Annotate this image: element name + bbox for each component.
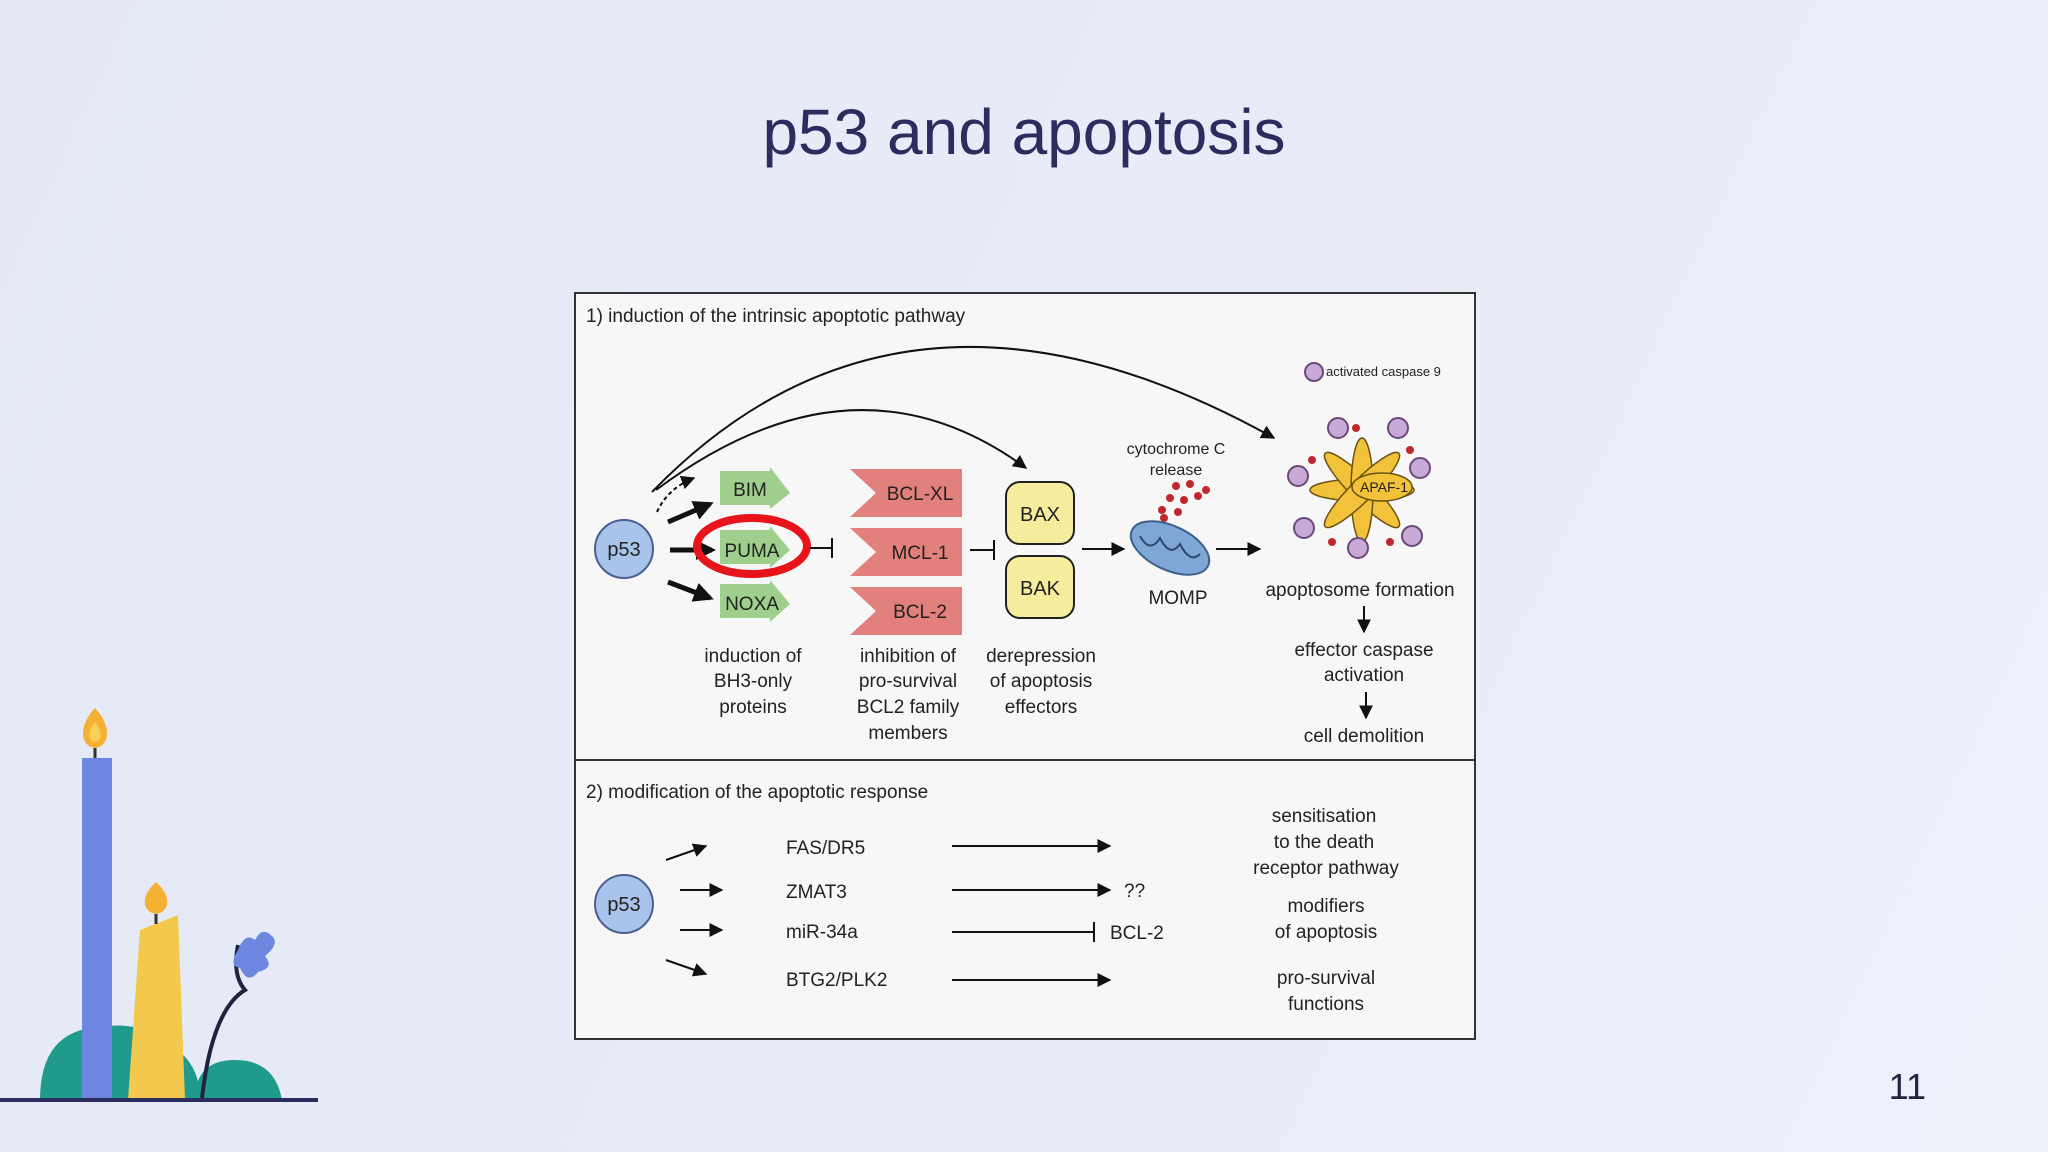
svg-text:of apoptosis: of apoptosis — [990, 671, 1092, 692]
effector-bax: BAX — [1005, 481, 1075, 545]
svg-text:BCL-XL: BCL-XL — [887, 484, 954, 505]
svg-text:proteins: proteins — [719, 697, 787, 718]
svg-text:derepression: derepression — [986, 646, 1096, 667]
svg-text:inhibition of: inhibition of — [860, 646, 957, 667]
target-mir34a: miR-34a — [786, 922, 858, 943]
caption-bh3: induction of BH3-only proteins — [704, 646, 802, 718]
bh3-protein-bim: BIM — [720, 467, 790, 509]
svg-text:BCL-2: BCL-2 — [893, 602, 947, 623]
apoptosome-icon: APAF-1 — [1287, 417, 1431, 559]
panel1-heading: 1) induction of the intrinsic apoptotic … — [586, 306, 966, 327]
caspase-legend-swatch — [1304, 362, 1324, 382]
target-btg2: BTG2/PLK2 — [786, 970, 887, 991]
apaf-label: APAF-1 — [1360, 479, 1408, 495]
bcl2-member-bcl-2: BCL-2 — [850, 587, 962, 635]
svg-text:receptor pathway: receptor pathway — [1253, 858, 1399, 879]
bcl2-member-bcl-xl: BCL-XL — [850, 469, 962, 517]
svg-text:PUMA: PUMA — [725, 541, 780, 562]
svg-text:sensitisation: sensitisation — [1272, 806, 1377, 827]
mitochondrion-icon — [1129, 520, 1211, 576]
plant-icon — [200, 931, 275, 1099]
arc-arrow-apoptosome — [651, 346, 1276, 493]
svg-text:induction of: induction of — [704, 646, 802, 667]
p53-node: p53 — [594, 519, 654, 579]
momp-label: MOMP — [1148, 588, 1207, 609]
mir-target-bcl2: BCL-2 — [1110, 923, 1164, 944]
svg-text:to the death: to the death — [1274, 832, 1374, 853]
candle-illustration — [0, 708, 318, 1102]
svg-text:BH3-only: BH3-only — [714, 671, 793, 692]
svg-text:BAX: BAX — [1020, 504, 1060, 526]
cytochrome-dots — [1158, 480, 1210, 522]
svg-text:BIM: BIM — [733, 480, 767, 501]
legend-label: activated caspase 9 — [1326, 364, 1441, 379]
bh3-protein-noxa: NOXA — [720, 580, 790, 622]
apoptosis-pathway-figure: 1) induction of the intrinsic apoptotic … — [574, 292, 1476, 1040]
figure-frame — [574, 292, 1476, 1040]
caption-effectors: derepression of apoptosis effectors — [986, 646, 1096, 718]
svg-text:effectors: effectors — [1005, 697, 1078, 718]
candle-icon — [128, 882, 185, 1100]
svg-text:BAK: BAK — [1020, 578, 1061, 600]
candle-icon — [82, 708, 112, 1100]
svg-text:NOXA: NOXA — [725, 594, 779, 615]
page-number: 11 — [1888, 1066, 1926, 1107]
p53-node-panel2: p53 — [594, 874, 654, 934]
p53-label: p53 — [607, 894, 640, 916]
target-fas: FAS/DR5 — [786, 838, 865, 859]
p53-label: p53 — [607, 539, 640, 561]
cytochrome-label-line1: cytochrome C — [1127, 441, 1226, 458]
svg-text:MCL-1: MCL-1 — [891, 543, 948, 564]
svg-text:BCL2 family: BCL2 family — [857, 697, 960, 718]
caption-bcl2: inhibition of pro-survival BCL2 family m… — [857, 646, 960, 744]
cytochrome-label-line2: release — [1150, 462, 1203, 479]
zmat3-unknown: ?? — [1124, 881, 1145, 902]
svg-text:functions: functions — [1288, 994, 1364, 1015]
arc-arrow-bax — [655, 409, 1028, 491]
svg-text:modifiers: modifiers — [1287, 896, 1364, 917]
demolition-label: cell demolition — [1304, 726, 1424, 747]
svg-text:members: members — [868, 723, 947, 744]
panel2-heading: 2) modification of the apoptotic respons… — [586, 782, 928, 803]
svg-text:of apoptosis: of apoptosis — [1275, 922, 1377, 943]
slide-title: p53 and apoptosis — [762, 96, 1286, 168]
svg-text:pro-survival: pro-survival — [859, 671, 957, 692]
effector-bak: BAK — [1005, 555, 1075, 619]
apoptosome-label: apoptosome formation — [1265, 580, 1454, 601]
svg-text:pro-survival: pro-survival — [1277, 968, 1375, 989]
outcome-modifiers: modifiers of apoptosis — [1275, 896, 1377, 943]
arrow-bim — [667, 501, 714, 525]
caspase-label-line2: activation — [1324, 665, 1404, 686]
outcome-survival: pro-survival functions — [1277, 968, 1375, 1015]
caspase-label-line1: effector caspase — [1294, 640, 1433, 661]
bcl2-member-mcl-1: MCL-1 — [850, 528, 962, 576]
bh3-protein-puma: PUMA — [720, 526, 790, 568]
outcome-death-receptor: sensitisation to the death receptor path… — [1253, 806, 1399, 879]
arrow-noxa — [667, 579, 714, 602]
puma-highlight-circle — [693, 514, 811, 578]
target-zmat3: ZMAT3 — [786, 882, 847, 903]
arrow-btg2 — [665, 959, 708, 977]
arrow-fas — [665, 843, 708, 861]
